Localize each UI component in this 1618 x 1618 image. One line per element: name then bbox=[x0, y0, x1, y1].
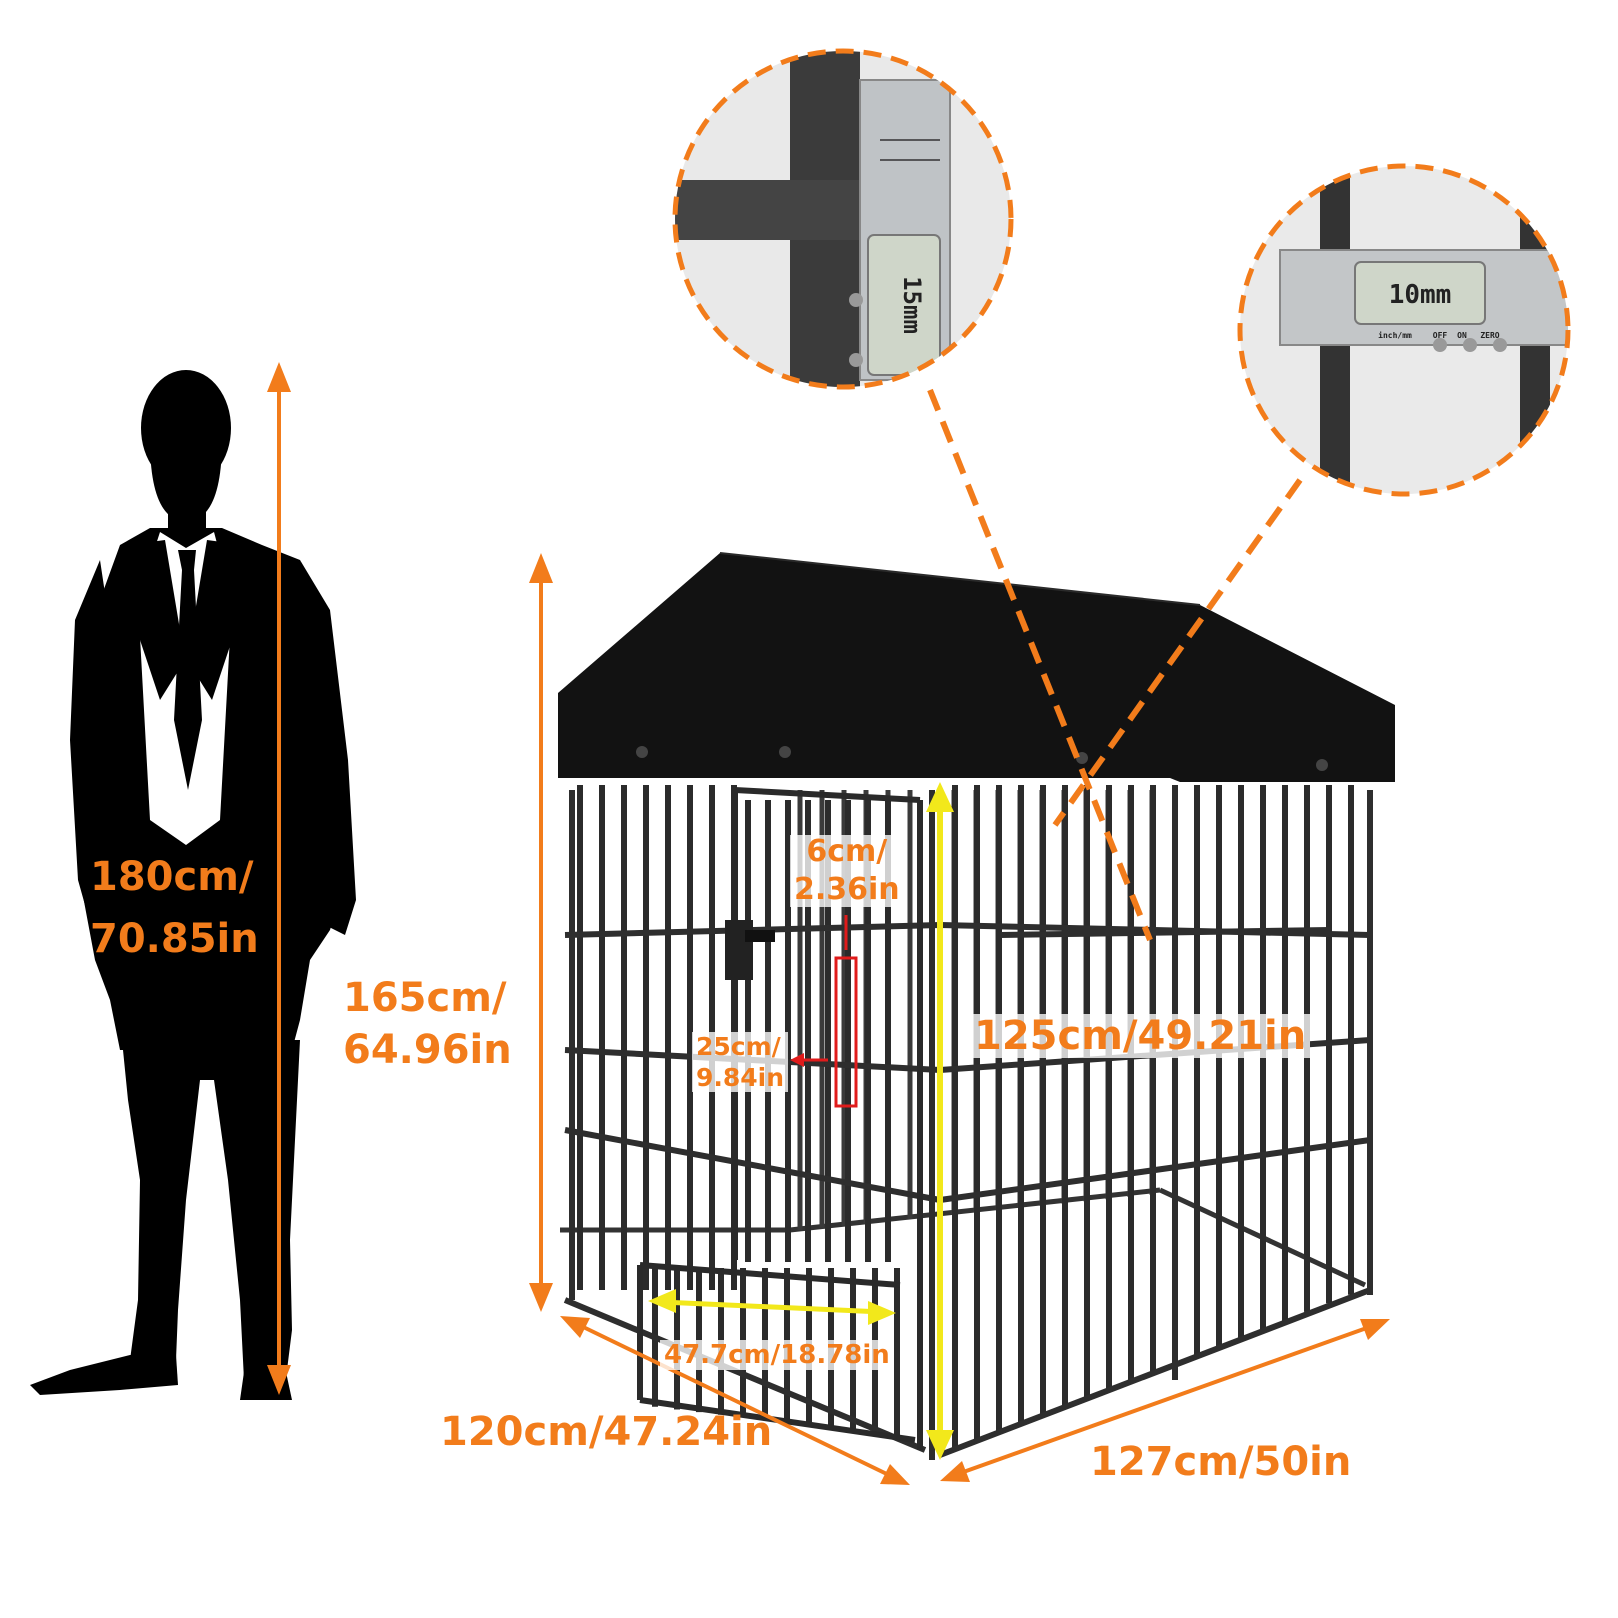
caliper-zero-label: ZERO bbox=[1480, 331, 1499, 340]
kennel-width-arrow bbox=[940, 1319, 1390, 1482]
person-height-in: 70.85in bbox=[90, 916, 259, 962]
person-height-label: 180cm/ 70.85in bbox=[90, 857, 259, 959]
person-height-cm: 180cm/ bbox=[90, 854, 254, 900]
section-height-cm: 25cm/ bbox=[696, 1032, 781, 1061]
kennel-height-cm: 165cm/ bbox=[343, 975, 507, 1021]
door-height-arrow bbox=[926, 782, 954, 1460]
detail-leader-lines bbox=[927, 388, 1303, 942]
bar-gap-cm: 6cm/ bbox=[806, 834, 888, 869]
caliper-units-label: inch/mm bbox=[1378, 330, 1412, 340]
caliper-icon: 15mm bbox=[849, 79, 951, 381]
caliper-detail-right: 10mm inch/mm OFF ON ZERO bbox=[1237, 163, 1571, 497]
kennel-height-in: 64.96in bbox=[343, 1027, 512, 1073]
caliper-detail-left: 15mm bbox=[672, 48, 1014, 390]
bar-gap-marker bbox=[790, 915, 858, 1108]
door-width-label: 47.7cm/18.78in bbox=[660, 1340, 894, 1370]
person-height-arrow bbox=[267, 362, 291, 1395]
caliper-off-label: OFF bbox=[1433, 331, 1448, 340]
caliper-icon-right: 10mm inch/mm OFF ON ZERO bbox=[1279, 249, 1568, 352]
kennel-icon bbox=[558, 552, 1395, 1460]
caliper-left-reading: 15mm bbox=[898, 276, 926, 334]
kennel-depth-label: 120cm/47.24in bbox=[440, 1409, 773, 1455]
kennel-height-label: 165cm/ 64.96in bbox=[343, 978, 512, 1070]
section-height-in: 9.84in bbox=[696, 1063, 785, 1092]
door-latch bbox=[725, 920, 775, 980]
door-width-arrow bbox=[648, 1289, 896, 1325]
bar-gap-label: 6cm/ 2.36in bbox=[790, 835, 904, 907]
kennel-height-arrow bbox=[529, 553, 553, 1312]
caliper-right-reading: 10mm bbox=[1389, 280, 1452, 310]
kennel-depth-arrow bbox=[560, 1316, 910, 1485]
section-height-label: 25cm/ 9.84in bbox=[692, 1032, 789, 1092]
bar-gap-in: 2.36in bbox=[794, 872, 900, 907]
caliper-on-label: ON bbox=[1457, 331, 1467, 340]
kennel-width-label: 127cm/50in bbox=[1090, 1439, 1352, 1485]
kennel-roof bbox=[558, 553, 1395, 782]
door-height-label: 125cm/49.21in bbox=[970, 1014, 1311, 1058]
